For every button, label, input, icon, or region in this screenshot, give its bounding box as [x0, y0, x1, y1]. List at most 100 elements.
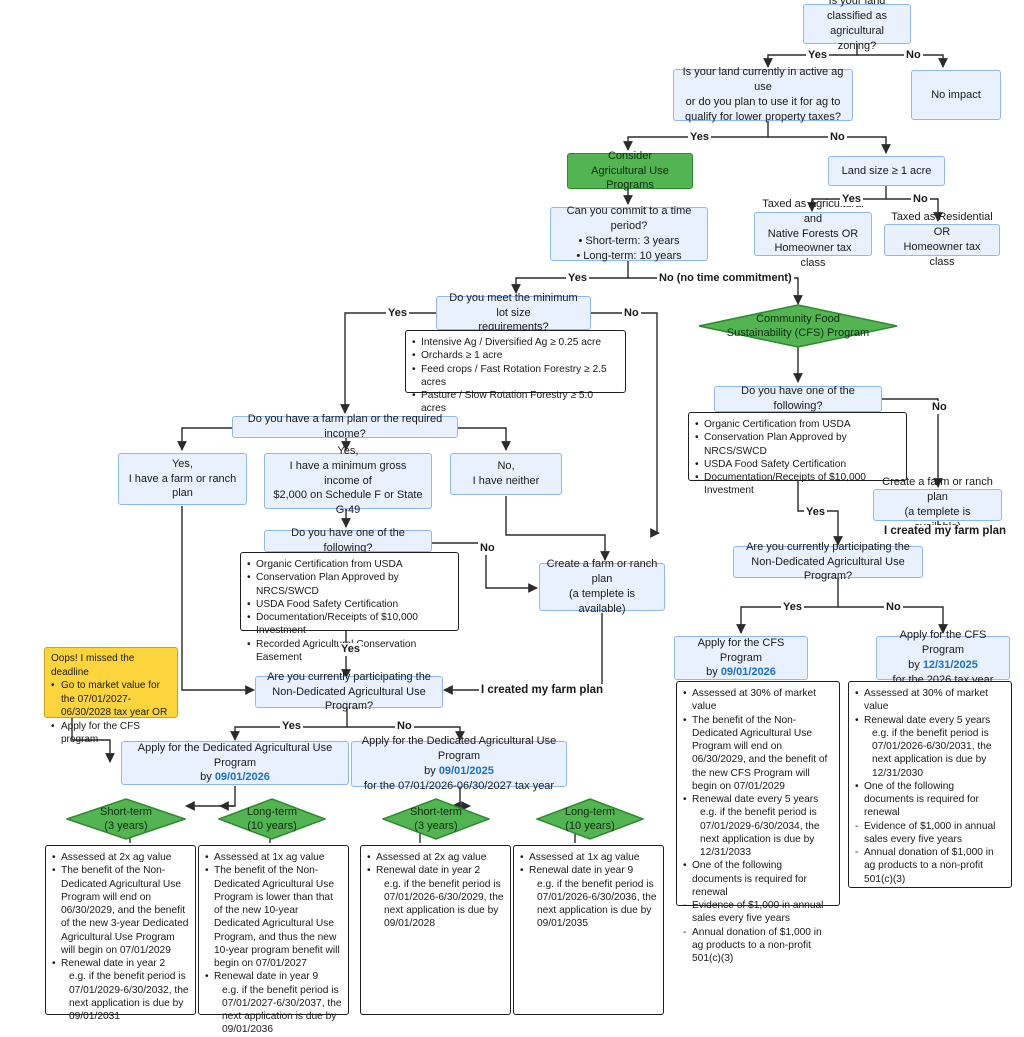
node-text: $2,000 on Schedule F or State G-49 [273, 489, 423, 517]
node-text: by 12/31/2025 [908, 658, 978, 673]
node-text: (a templete is available) [568, 588, 636, 615]
node-text: Do you meet the minimum lot size [449, 291, 578, 319]
node-text: by [424, 765, 439, 777]
node-text: (3 years) [414, 820, 458, 832]
node-text: Create a farm or ranch plan [882, 476, 993, 504]
node-text: Are you currently participating the [746, 540, 910, 553]
node-text: Taxed as Agricultural and [762, 197, 864, 225]
qualification-list-left: Organic Certification from USDA Conserva… [240, 552, 459, 663]
node-cfs-program: Community Food Sustainability (CFS) Prog… [718, 305, 878, 347]
node-text: by [908, 659, 923, 671]
node-zoning-question: Is your land classified as agricultural … [803, 0, 911, 52]
detail-item: Annual donation of $1,000 in ag products… [683, 926, 833, 966]
list-item: Pasture / Slow Rotation Forestry ≥ 5.0 a… [412, 389, 619, 416]
node-text: Is your land classified as [827, 0, 887, 23]
node-one-of-following-right: Do you have one of the following? [714, 385, 882, 412]
detail-item: Assessed at 30% of market value [683, 687, 833, 714]
node-text: Native Forests OR [767, 227, 859, 240]
node-text: or do you plan to use it for ag to [685, 96, 841, 108]
node-consider-programs: Consider Agricultural Use Programs [567, 150, 693, 191]
detail-item: e.g. if the benefit period is 07/01/2029… [69, 971, 189, 1022]
edge-label-yes: Yes [804, 506, 827, 520]
diamond-short-term-right [382, 798, 490, 840]
option-have-farm-plan: Yes, I have a farm or ranch plan [118, 453, 247, 505]
node-nondedicated-question-left: Are you currently participating the Non-… [255, 671, 443, 712]
list-item: Orchards ≥ 1 acre [412, 349, 619, 363]
option-have-income: Yes, I have a minimum gross income of $2… [264, 445, 432, 516]
node-long-term-left: Long-term (10 years) [226, 799, 318, 839]
detail-item: The benefit of the Non-Dedicated Agricul… [683, 714, 833, 794]
node-text: Can you commit to a time period? [566, 205, 692, 233]
node-taxed-residential: Taxed as Residential OR Homeowner tax cl… [884, 211, 1000, 268]
node-text: Long-term [246, 805, 298, 818]
node-create-plan-left: Create a farm or ranch plan (a templete … [539, 558, 665, 615]
node-time-commit-question: Can you commit to a time period? • Short… [550, 205, 708, 262]
detail-item: e.g. if the benefit period is 07/01/2026… [384, 878, 504, 930]
detail-dedicated-yes-short: Assessed at 2x ag valueThe benefit of th… [45, 845, 196, 1022]
detail-item: One of the following documents is requir… [683, 859, 833, 899]
edge-label-yes: Yes [280, 720, 303, 734]
list-item: Intensive Ag / Diversified Ag ≥ 0.25 acr… [412, 336, 619, 350]
qualification-list-right: Organic Certification from USDA Conserva… [688, 412, 907, 496]
node-farm-plan-question: Do you have a farm plan or the required … [232, 413, 458, 440]
node-text: • Short-term: 3 years [578, 235, 680, 247]
node-text: Short-term [100, 805, 152, 818]
node-text: (10 years) [565, 820, 615, 832]
detail-item: e.g. if the benefit period is 07/01/2026… [537, 878, 657, 930]
node-text: qualify for lower property taxes? [685, 110, 841, 123]
list-item: Documentation/Receipts of $10,000 Invest… [247, 611, 452, 638]
node-text: Land size ≥ 1 acre [841, 164, 932, 177]
node-text: by 09/01/2025 [424, 764, 494, 779]
edge-label-no-time-commitment: No (no time commitment) [657, 272, 794, 286]
node-short-term-left: Short-term (3 years) [76, 799, 176, 839]
detail-item: Renewal date every 5 years [855, 714, 1005, 728]
edge-label-yes: Yes [840, 193, 863, 207]
detail-item: Assessed at 1x ag value [520, 851, 657, 865]
node-text: Community Food [756, 312, 840, 325]
node-text: by 09/01/2026 [706, 665, 776, 680]
detail-item: Assessed at 2x ag value [367, 851, 504, 865]
deadline-date: 09/01/2026 [214, 771, 270, 784]
node-text: Non-Dedicated Agricultural Use Program? [272, 685, 426, 713]
node-text: Non-Dedicated Agricultural Use Program? [751, 555, 905, 583]
node-text: Do you have one of the following? [291, 527, 405, 554]
list-item: Go to market value for the 07/01/2027-06… [51, 679, 171, 720]
node-nondedicated-question-right: Are you currently participating the Non-… [733, 541, 923, 582]
detail-cfs-no: Assessed at 30% of market valueRenewal d… [848, 681, 1012, 888]
node-apply-dedicated-yes: Apply for the Dedicated Agricultural Use… [121, 741, 349, 785]
node-apply-cfs-yes: Apply for the CFS Program by 09/01/2026 [674, 636, 808, 680]
node-text: • Long-term: 10 years [576, 249, 682, 262]
edge-label-created-plan: I created my farm plan [479, 684, 606, 698]
detail-dedicated-no-long: Assessed at 1x ag valueRenewal date in y… [513, 845, 664, 1015]
node-text: Taxed as Residential OR [891, 211, 993, 239]
node-text: Homeowner tax class [903, 241, 981, 268]
node-text: Agricultural Use Programs [591, 164, 669, 192]
deadline-date: 09/01/2026 [720, 666, 776, 679]
node-taxed-agricultural: Taxed as Agricultural and Native Forests… [754, 198, 872, 269]
edge-label-yes: Yes [339, 643, 362, 657]
lot-size-requirements: Intensive Ag / Diversified Ag ≥ 0.25 acr… [405, 330, 626, 414]
detail-cfs-yes: Assessed at 30% of market valueThe benef… [676, 681, 840, 964]
node-cfs-program-diamond [698, 304, 898, 348]
edge-label-yes: Yes [386, 307, 409, 321]
node-text: Is your land currently in active ag use [682, 66, 844, 94]
list-item: Apply for the CFS program [51, 720, 171, 747]
node-text: Create a farm or ranch plan [546, 558, 658, 586]
edge-label-no: No [478, 542, 497, 556]
diamond-long-term-right [536, 798, 644, 840]
node-no-impact: No impact [911, 70, 1001, 120]
detail-item: Renewal date in year 9 [520, 864, 657, 878]
edge-label-no: No [904, 49, 923, 63]
list-item: Organic Certification from USDA [695, 418, 900, 432]
edge-label-yes: Yes [781, 601, 804, 615]
node-text: I have a farm or ranch plan [128, 472, 237, 500]
node-text: by [706, 666, 721, 679]
deadline-date: 12/31/2025 [922, 659, 978, 671]
edge-label-no: No [622, 307, 641, 321]
node-text: Short-term [410, 805, 462, 818]
node-text: Apply for the CFS Program [899, 629, 987, 657]
node-short-term-right: Short-term (3 years) [390, 799, 482, 839]
list-item: Conservation Plan Approved by NRCS/SWCD [247, 571, 452, 598]
node-text: by 09/01/2026 [200, 770, 270, 785]
list-item: Conservation Plan Approved by NRCS/SWCD [695, 431, 900, 458]
